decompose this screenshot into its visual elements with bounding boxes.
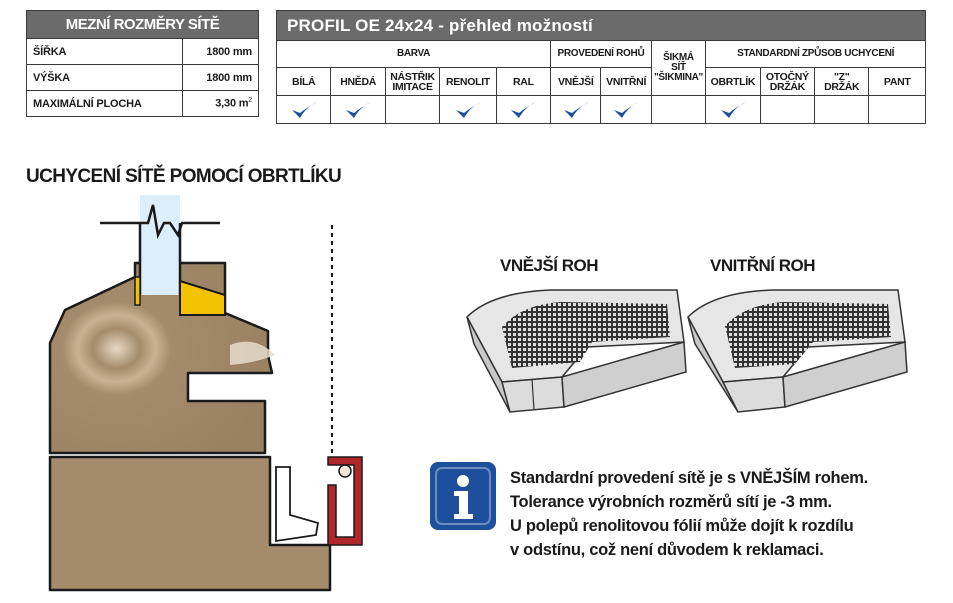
inner-corner-illustration <box>687 289 908 413</box>
column-header: PANT <box>868 67 926 96</box>
outer-corner-label: VNĚJŠÍ ROH <box>500 256 598 275</box>
limit-value: 1800 mm <box>182 64 259 91</box>
info-text: Standardní provedení sítě je s VNĚJŠÍM r… <box>510 466 940 562</box>
check-cell-empty <box>384 95 441 124</box>
check-cell-checked <box>705 95 761 124</box>
info-line: Tolerance výrobních rozměrů sítí je -3 m… <box>510 493 832 511</box>
table-row: ŠÍŘKA 1800 mm <box>25 38 259 65</box>
column-header: "Z"DRŽÁK <box>814 67 870 96</box>
check-cell-empty <box>759 95 816 124</box>
limit-value: 1800 mm <box>182 38 259 65</box>
checkmark-icon <box>291 101 317 118</box>
check-cell-checked <box>275 95 332 124</box>
checkmark-icon <box>346 101 372 118</box>
info-glyph <box>435 467 491 525</box>
group-slant: ŠIKMÁ SÍŤ "ŠIKMINA" <box>650 40 707 96</box>
limit-value: 3,30 m2 <box>182 90 259 117</box>
column-header: RAL <box>495 67 552 96</box>
profile-title: PROFIL OE 24x24 - přehled možností <box>276 10 926 41</box>
info-line: v odstínu, což není důvodem k reklamaci. <box>510 541 824 559</box>
info-line: Standardní provedení sítě je s VNĚJŠÍM r… <box>510 469 868 487</box>
column-header: VNITŘNÍ <box>600 67 652 96</box>
profile-options-table: PROFIL OE 24x24 - přehled možností BARVA… <box>275 10 926 124</box>
checkmark-icon <box>614 101 640 118</box>
check-cell-checked <box>550 95 602 124</box>
limit-label: VÝŠKA <box>25 64 184 91</box>
checkmark-icon <box>720 101 746 118</box>
limits-table: MEZNÍ ROZMĚRY SÍTĚ ŠÍŘKA 1800 mm VÝŠKA 1… <box>25 10 259 117</box>
check-cell-checked <box>439 95 497 124</box>
column-header: OBRTLÍK <box>705 67 761 96</box>
table-row: VÝŠKA 1800 mm <box>25 64 259 91</box>
section-title: UCHYCENÍ SÍTĚ POMOCÍ OBRTLÍKU <box>26 166 342 187</box>
column-header: HNĚDÁ <box>330 67 386 96</box>
check-cell-empty <box>868 95 926 124</box>
check-cell-checked <box>600 95 652 124</box>
column-header: BÍLÁ <box>275 67 332 96</box>
column-header: VNĚJŠÍ <box>550 67 602 96</box>
check-cell-checked <box>330 95 386 124</box>
group-color: BARVA <box>275 40 552 68</box>
checkmark-icon <box>455 101 481 118</box>
check-cell-empty <box>814 95 870 124</box>
table-row: MAXIMÁLNÍ PLOCHA 3,30 m2 <box>25 90 259 117</box>
checkmark-icon <box>563 101 589 118</box>
column-header: RENOLIT <box>439 67 497 96</box>
inner-corner-label: VNITŘNÍ ROH <box>710 256 816 275</box>
group-corners: PROVEDENÍ ROHŮ <box>550 40 652 68</box>
checkmark-icon <box>511 101 537 118</box>
limits-title: MEZNÍ ROZMĚRY SÍTĚ <box>26 10 259 39</box>
profile-cross-section-illustration <box>48 195 363 592</box>
limit-label: ŠÍŘKA <box>25 38 184 65</box>
limit-label: MAXIMÁLNÍ PLOCHA <box>25 90 184 117</box>
group-mounting: STANDARDNÍ ZPŮSOB UCHYCENÍ <box>705 40 926 68</box>
check-cell-empty <box>650 95 707 124</box>
check-cell-checked <box>495 95 552 124</box>
info-line: U polepů renolitovou fólií může dojít k … <box>510 517 854 535</box>
info-icon <box>430 462 496 530</box>
outer-corner-illustration <box>466 289 687 413</box>
